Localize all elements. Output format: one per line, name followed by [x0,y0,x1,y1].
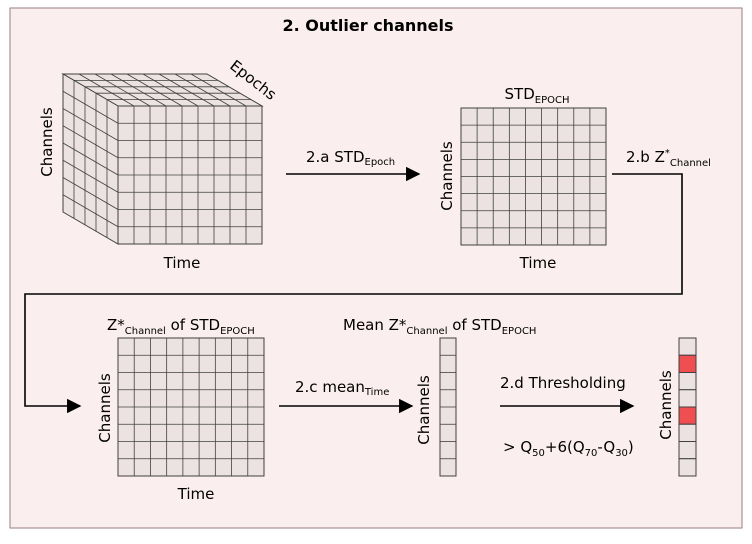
z-channels-label: Channels [96,373,114,443]
step-c-label: 2.c meanTime [295,378,389,398]
std-epoch-grid [460,107,607,246]
cube-top-line [78,73,135,107]
thresholded-channel-column [678,337,697,477]
z-grid-title: Z*Channel of STDEPOCH [107,316,255,337]
cube-top-line [190,73,247,107]
cube-top-line [158,73,215,107]
mean-channels-label: Channels [415,375,433,445]
epochs-cube [61,73,264,245]
cube-top-line [142,73,199,107]
cube-side-line [62,142,119,176]
cube-side-line [62,177,119,210]
std-channels-label: Channels [438,141,456,211]
cube-channels-label: Channels [38,107,56,177]
outlier-channel-cell [678,354,697,373]
step-a-label: 2.a STDEpoch [306,148,395,168]
cube-top-line [174,73,231,107]
cube-side-line [62,90,119,124]
channel-cell [678,423,697,442]
outlier-channel-cell [678,406,697,425]
cube-side-line [62,194,119,228]
z-time-label: Time [177,485,215,503]
std-epoch-title: STDEPOCH [505,85,570,106]
step-b-connector-arrow [24,173,683,414]
step-d-label: 2.d Thresholding [500,374,626,392]
z-score-grid [117,337,265,477]
step-b-label: 2.b Z*Channel [626,148,711,169]
cube-top-line [110,73,167,107]
channel-cell [678,458,697,477]
cube-side-line [62,159,119,193]
cube-side-line [62,108,119,141]
channel-cell [678,441,697,460]
threshold-formula: > Q50+6(Q70-Q30) [503,438,634,459]
std-time-label: Time [519,254,557,272]
figure-title: 2. Outlier channels [282,16,453,35]
cube-time-label: Time [163,254,201,272]
result-channels-label: Channels [657,370,675,440]
cube-top-line [126,73,183,107]
mean-z-title: Mean Z*Channel of STDEPOCH [343,316,536,337]
mean-z-column [439,337,457,477]
channel-cell [678,337,697,356]
cube-side-line [62,125,119,159]
channel-cell [678,389,697,408]
channel-cell [678,372,697,391]
cube-top-line [94,73,151,107]
